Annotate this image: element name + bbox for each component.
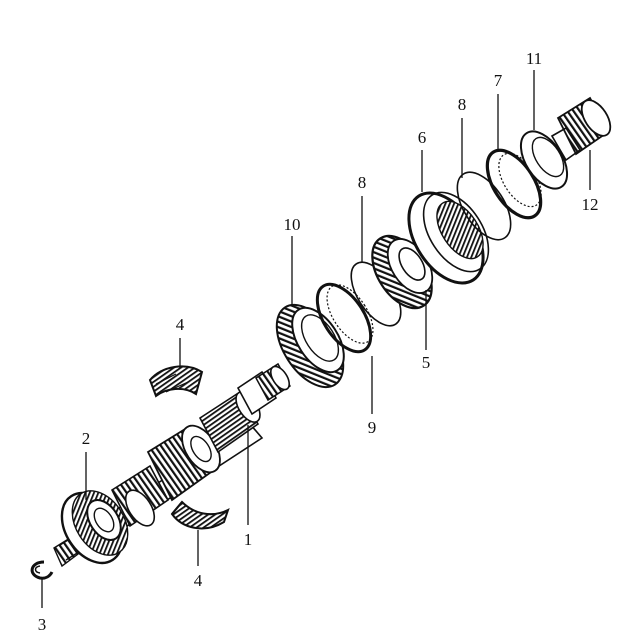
main-shaft-part-1	[53, 362, 291, 568]
gear-part-10	[275, 303, 345, 389]
callout-8-lower: 8	[358, 173, 367, 192]
callout-12: 12	[582, 195, 599, 214]
callout-9: 9	[368, 418, 377, 437]
callout-4-upper: 4	[176, 315, 185, 334]
callout-11: 11	[526, 49, 542, 68]
callout-5: 5	[422, 353, 431, 372]
callout-3: 3	[38, 615, 47, 634]
needle-bearing-part-4-lower	[170, 500, 230, 530]
callout-1: 1	[244, 530, 253, 549]
callout-10: 10	[284, 215, 301, 234]
gear-part-12	[550, 96, 612, 162]
bearing-part-2	[60, 490, 129, 565]
wire-ring-part-8-upper	[456, 171, 512, 241]
callout-4-lower: 4	[194, 571, 203, 590]
synchro-ring-part-9	[315, 282, 374, 354]
needle-bearing-part-4-upper	[148, 365, 204, 398]
callout-labels: 1 2 3 4 4 5 6 7 8 8 9 10 11 12	[38, 49, 599, 634]
callout-2: 2	[82, 429, 91, 448]
callout-7: 7	[494, 71, 503, 90]
leader-lines	[41, 70, 591, 608]
gear-part-11	[519, 130, 569, 190]
callout-8-upper: 8	[458, 95, 467, 114]
callout-6: 6	[418, 128, 427, 147]
circlip-part-3	[30, 560, 54, 580]
